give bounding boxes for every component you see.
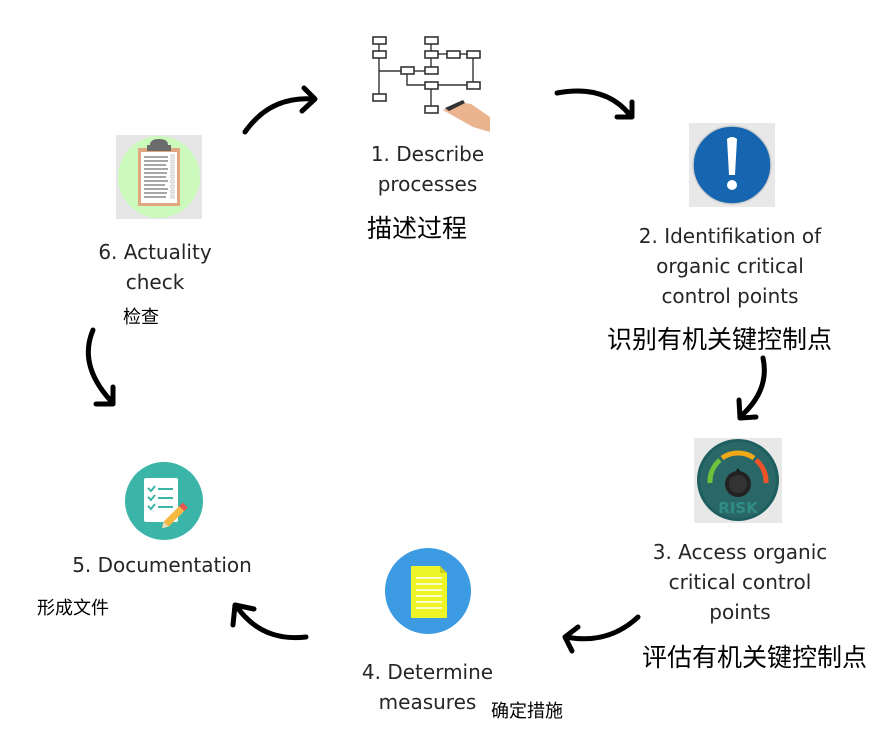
step-2-line-2: organic critical <box>656 254 804 278</box>
risk-text: RISK <box>718 499 759 517</box>
risk-gauge-icon: RISK <box>697 439 779 521</box>
step-5-label-en: 5. Documentation <box>72 553 252 577</box>
step-4-icon <box>384 548 472 634</box>
step-2-line-3: control points <box>661 284 799 308</box>
step-6-label-en: 6. Actuality check <box>80 237 230 297</box>
step-4-line-1: 4. Determine <box>361 660 494 684</box>
arrow-step3-to-step4 <box>562 614 641 654</box>
step-3-line-3: points <box>709 600 771 624</box>
step-1-label-en: 1. Describe processes <box>340 139 515 199</box>
step-3-line-1: 3. Access organic <box>652 540 828 564</box>
step-2-icon <box>689 123 775 207</box>
step-3-label-en: 3. Access organic critical control point… <box>625 537 855 627</box>
step-6-line-2: check <box>125 270 185 294</box>
document-icon <box>385 548 471 634</box>
step-6-line-1: 6. Actuality <box>98 240 212 264</box>
arrow-step6-to-step1 <box>242 85 318 135</box>
step-4-label-zh: 确定措施 <box>491 701 563 722</box>
arrow-step4-to-step5 <box>230 602 309 641</box>
arrow-step1-to-step2 <box>554 88 635 120</box>
flowchart-drawing-icon <box>372 36 490 132</box>
step-2-label-zh: 识别有机关键控制点 <box>607 325 833 354</box>
arrow-step2-to-step3 <box>736 355 767 421</box>
step-2-label-en: 2. Identifikation of organic critical co… <box>615 221 845 311</box>
step-1-line-1: 1. Describe <box>370 142 485 166</box>
arrow-step6-to-step5 <box>85 327 116 407</box>
step-1-icon <box>363 22 493 134</box>
step-3-label-zh: 评估有机关键控制点 <box>642 643 868 672</box>
step-5-icon <box>123 461 205 541</box>
step-3-icon: RISK <box>694 438 782 523</box>
checklist-pencil-icon <box>125 462 203 540</box>
step-1-line-2: processes <box>377 172 478 196</box>
step-4-line-2: measures <box>378 690 477 714</box>
step-5-label-zh: 形成文件 <box>37 598 109 619</box>
exclamation-icon <box>692 125 772 205</box>
step-1-label-zh: 描述过程 <box>367 214 468 243</box>
step-6-icon <box>116 135 202 219</box>
step-6-label-zh: 检查 <box>123 307 159 328</box>
step-3-line-2: critical control <box>668 570 812 594</box>
step-2-line-1: 2. Identifikation of <box>638 224 822 248</box>
step-4-label-en: 4. Determine measures <box>345 657 510 717</box>
clipboard-icon <box>118 136 200 218</box>
